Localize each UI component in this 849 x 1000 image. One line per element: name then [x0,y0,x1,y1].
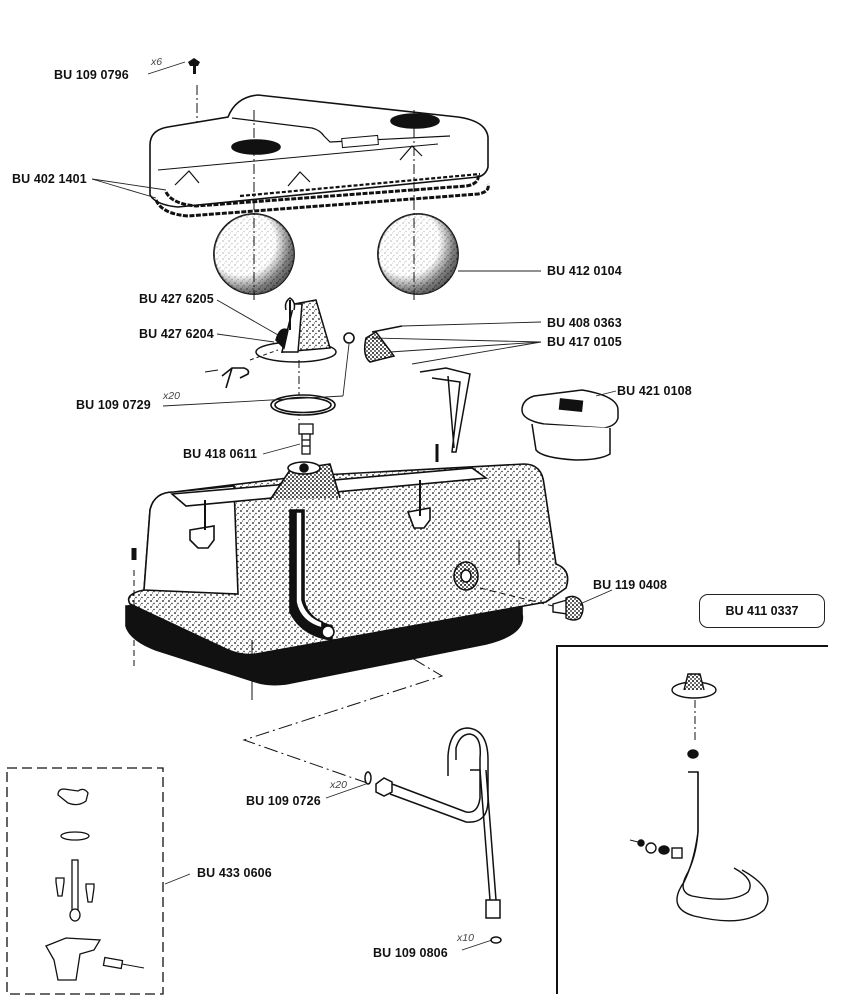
label-hinge-kit[interactable]: BU 433 0606 [197,866,272,880]
push-button [521,389,619,461]
tank-lid [149,94,489,208]
label-float-balls[interactable]: BU 412 0104 [547,264,622,278]
leader-lines [91,61,617,951]
qty-pipe-oring: x20 [330,779,347,791]
label-hose-connector[interactable]: BU 418 0611 [183,447,258,461]
qty-pipe-end-oring: x10 [457,932,474,944]
label-push-button[interactable]: BU 421 0108 [617,384,692,398]
label-inset-kit[interactable]: BU 411 0337 [699,594,825,628]
qty-lid-screw: x6 [151,56,163,68]
float-balls [213,110,459,300]
inset-valve-assembly [629,673,769,922]
hose-connector [298,423,314,455]
hinge-kit [6,767,164,995]
label-pipe-oring[interactable]: BU 109 0726 [246,794,321,808]
tank-body [125,461,569,700]
label-float-arm-parts[interactable]: BU 417 0105 [547,335,622,349]
lid-gaskets [154,173,490,218]
side-plug [479,587,584,621]
seal-ring [270,332,355,416]
flush-route-line [242,645,444,785]
label-side-plug[interactable]: BU 119 0408 [593,578,668,592]
float-arm [363,325,471,462]
label-valve-body[interactable]: BU 427 6205 [139,292,214,306]
qty-seal-ring: x20 [163,390,180,402]
valve-lever [204,349,279,389]
flush-valve [255,297,337,420]
inset-frame [556,645,828,994]
label-seal-ring[interactable]: BU 109 0729 [76,398,151,412]
label-lid-screw[interactable]: BU 109 0796 [54,68,129,82]
label-valve-lever[interactable]: BU 427 6204 [139,327,214,341]
label-pipe-end-oring[interactable]: BU 109 0806 [373,946,448,960]
flush-pipe [364,727,502,944]
label-float-arm-spring[interactable]: BU 408 0363 [547,316,622,330]
label-lid-gaskets[interactable]: BU 402 1401 [12,172,87,186]
